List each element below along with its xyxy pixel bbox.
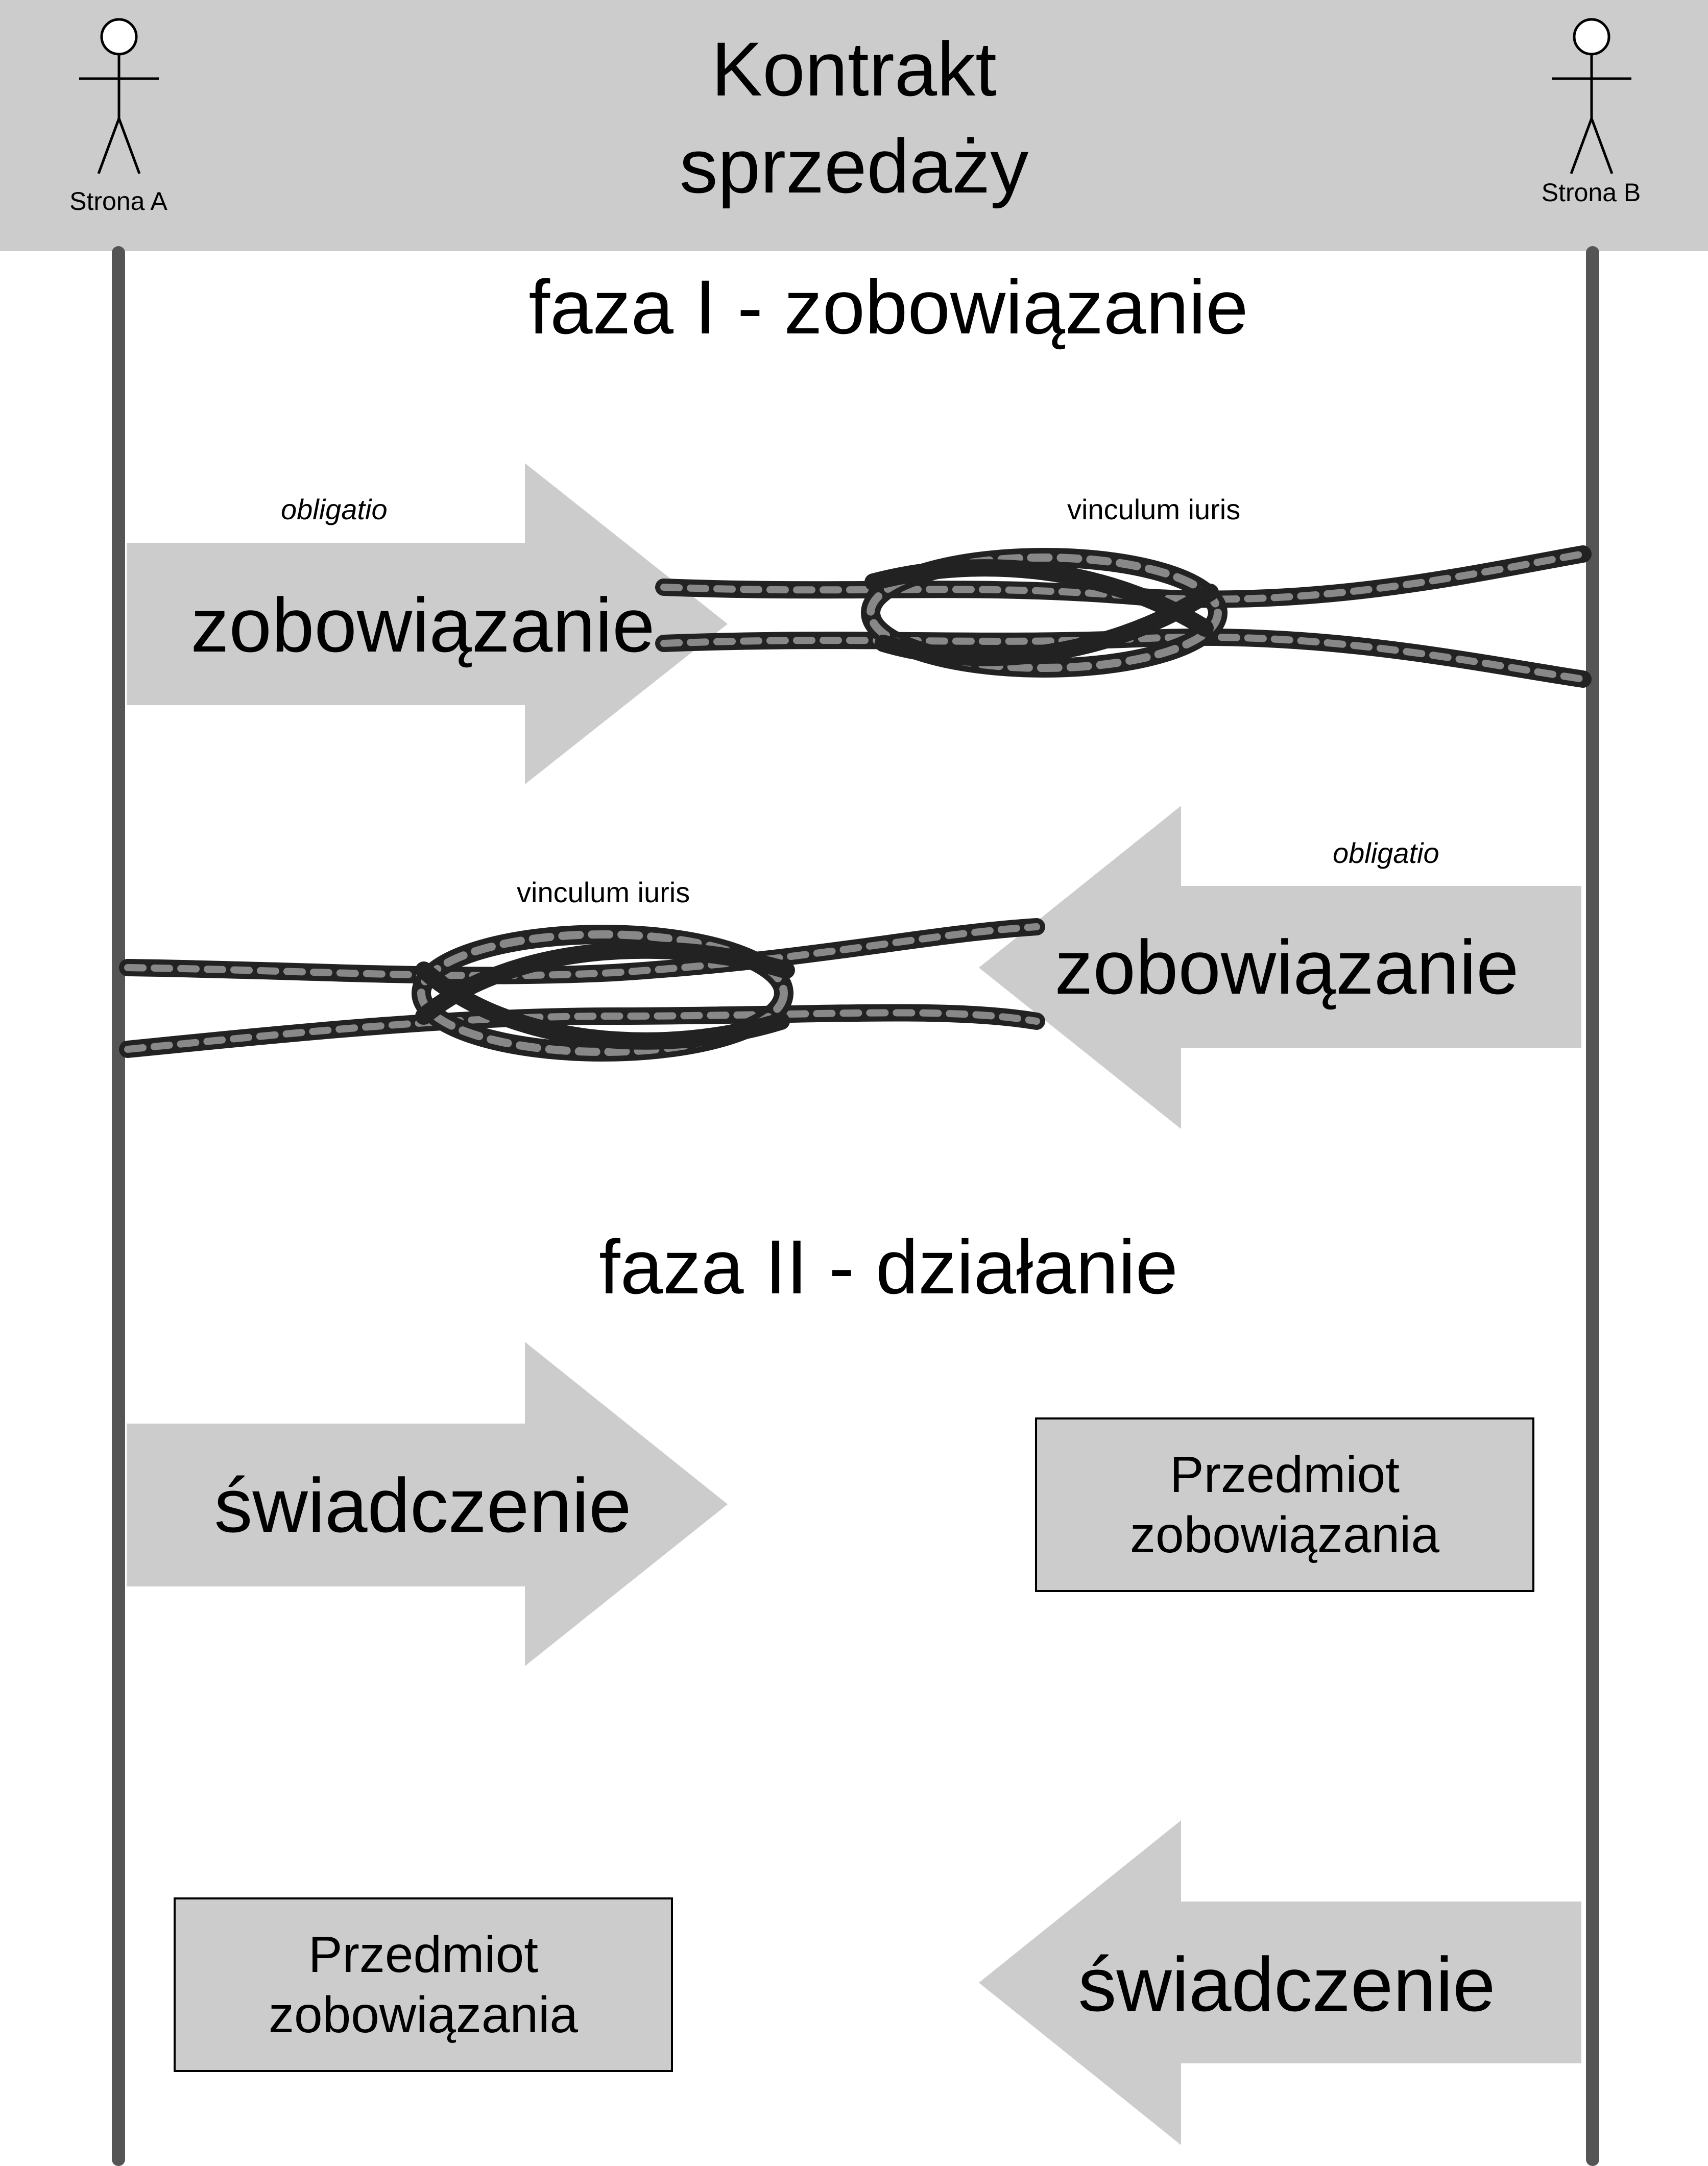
subject-box-line2: zobowiązania <box>269 1986 578 2043</box>
header-band <box>0 0 1708 251</box>
phase-2-heading: faza II - działanie <box>599 1224 1178 1310</box>
party-label-left: Strona A <box>69 187 167 215</box>
stick-figure-icon <box>79 18 159 174</box>
subject-box-line1: Przedmiot <box>308 1926 539 1983</box>
party-label-right: Strona B <box>1541 178 1641 207</box>
arrow-left-obligation <box>979 806 1581 1129</box>
arrow-label: zobowiązanie <box>1054 924 1519 1010</box>
arrow-label: świadczenie <box>214 1462 632 1548</box>
obligatio-label: obligatio <box>281 493 388 525</box>
phase-1-heading: faza I - zobowiązanie <box>528 264 1248 350</box>
lifeline-right <box>1586 246 1599 2166</box>
arrow-label: świadczenie <box>1078 1941 1496 2027</box>
arrow-right-performance <box>127 1342 728 1666</box>
subject-box-line1: Przedmiot <box>1169 1446 1400 1503</box>
vinculum-label: vinculum iuris <box>517 876 690 908</box>
arrow-left-performance <box>979 1820 1581 2145</box>
subject-box: Przedmiot zobowiązania <box>174 1897 673 2072</box>
diagram-title: Kontrakt sprzedaży <box>679 26 1029 209</box>
stick-figure-icon <box>1552 18 1631 174</box>
obligatio-label: obligatio <box>1333 837 1439 869</box>
subject-box: Przedmiot zobowiązania <box>1035 1417 1534 1592</box>
lifeline-left <box>112 246 125 2166</box>
arrow-right-obligation <box>127 463 728 784</box>
arrow-label: zobowiązanie <box>190 582 655 668</box>
rope-knot-icon <box>655 545 1592 688</box>
rope-knot-icon <box>119 918 1045 1062</box>
vinculum-label: vinculum iuris <box>1067 493 1241 525</box>
subject-box-line2: zobowiązania <box>1130 1506 1439 1563</box>
